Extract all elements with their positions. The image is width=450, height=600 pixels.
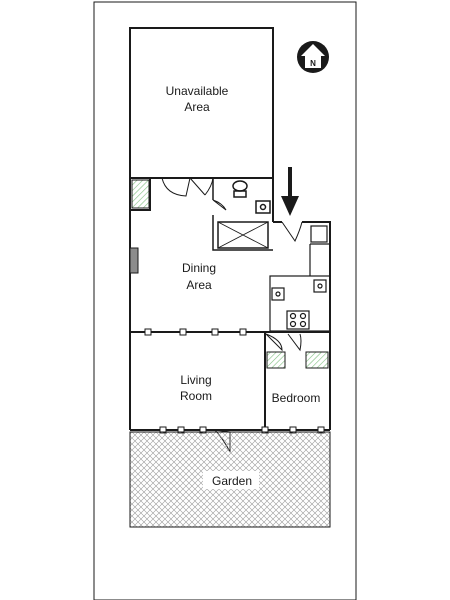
sink-icon-2: [313, 279, 327, 293]
label-unavailable-line1: Unavailable: [166, 84, 229, 98]
unavailable-area: [129, 27, 274, 179]
label-living-line2: Room: [180, 389, 212, 403]
closet-hatched-bedroom-2: [305, 351, 329, 369]
closet-hatched-bedroom-1: [266, 351, 286, 369]
shower: [217, 221, 269, 249]
doors: [161, 177, 303, 453]
label-garden: Garden: [212, 474, 252, 488]
label-living-line1: Living: [180, 373, 211, 387]
lot-outline: [93, 1, 357, 600]
compass-label: N: [310, 59, 316, 68]
entrance-arrow-icon: [281, 167, 299, 216]
windows: [144, 328, 325, 434]
kitchen-sink-icon: [271, 287, 285, 301]
label-dining-line2: Area: [186, 278, 212, 292]
garden-label-bg: [203, 471, 259, 489]
north-arrow-icon: N: [297, 41, 329, 73]
stove-icon: [286, 310, 310, 330]
apartment-walls: [129, 177, 331, 431]
label-dining-line1: Dining: [182, 261, 216, 275]
label-unavailable-line2: Area: [184, 100, 210, 114]
toilet-icon: [232, 180, 248, 192]
sink-icon: [255, 200, 271, 214]
bathroom: [212, 178, 273, 251]
closet-hatched-left: [131, 179, 150, 209]
fireplace: [129, 247, 139, 274]
kitchen: [269, 225, 331, 332]
label-bedroom: Bedroom: [272, 391, 321, 405]
